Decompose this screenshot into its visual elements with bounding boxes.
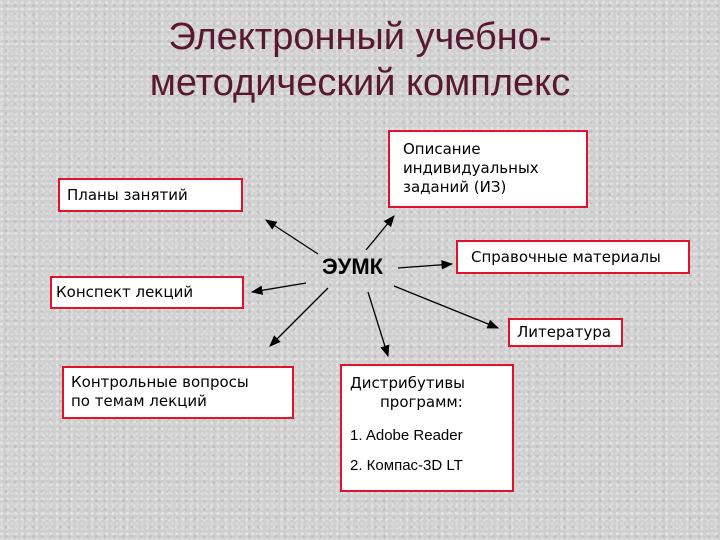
distributives-list: 1. Adobe Reader 2. Компас-3D LT xyxy=(350,426,463,486)
box-questions: Контрольные вопросы по темам лекций xyxy=(62,366,294,419)
title-line-1: Электронный учебно- xyxy=(168,16,552,58)
box-distributives-line-2: программ: xyxy=(380,393,463,411)
arrow-to-reference xyxy=(397,260,454,270)
box-questions-line-2: по темам лекций xyxy=(71,392,207,410)
arrow-to-lectures xyxy=(250,282,307,295)
box-lectures-label: Конспект лекций xyxy=(56,283,194,301)
box-literature: Литература xyxy=(508,318,623,347)
box-plans-label: Планы занятий xyxy=(67,186,188,204)
arrow-to-questions xyxy=(269,287,329,347)
box-lectures: Конспект лекций xyxy=(50,276,244,309)
box-description-line-3: заданий (ИЗ) xyxy=(403,178,507,196)
box-description: Описание индивидуальных заданий (ИЗ) xyxy=(388,130,588,208)
box-reference-label: Справочные материалы xyxy=(471,248,661,266)
arrow-to-distributives xyxy=(367,291,390,358)
box-plans: Планы занятий xyxy=(58,178,243,212)
arrow-to-description xyxy=(365,215,395,251)
slide-title: Электронный учебно- методический комплек… xyxy=(0,14,720,106)
box-literature-label: Литература xyxy=(517,323,612,341)
center-node-eumk: ЭУМК xyxy=(322,254,384,279)
distributives-item-1: 1. Adobe Reader xyxy=(350,427,463,444)
title-line-2: методический комплекс xyxy=(149,62,571,104)
box-distributives: Дистрибутивы программ: xyxy=(340,364,514,492)
arrow-to-literature xyxy=(393,285,500,329)
arrow-to-plans xyxy=(265,219,319,255)
box-description-line-2: индивидуальных xyxy=(403,159,539,177)
box-description-line-1: Описание xyxy=(403,140,481,158)
box-reference: Справочные материалы xyxy=(456,240,690,274)
box-distributives-line-1: Дистрибутивы xyxy=(350,374,466,392)
box-questions-line-1: Контрольные вопросы xyxy=(71,373,249,391)
distributives-item-2: 2. Компас-3D LT xyxy=(350,457,463,474)
